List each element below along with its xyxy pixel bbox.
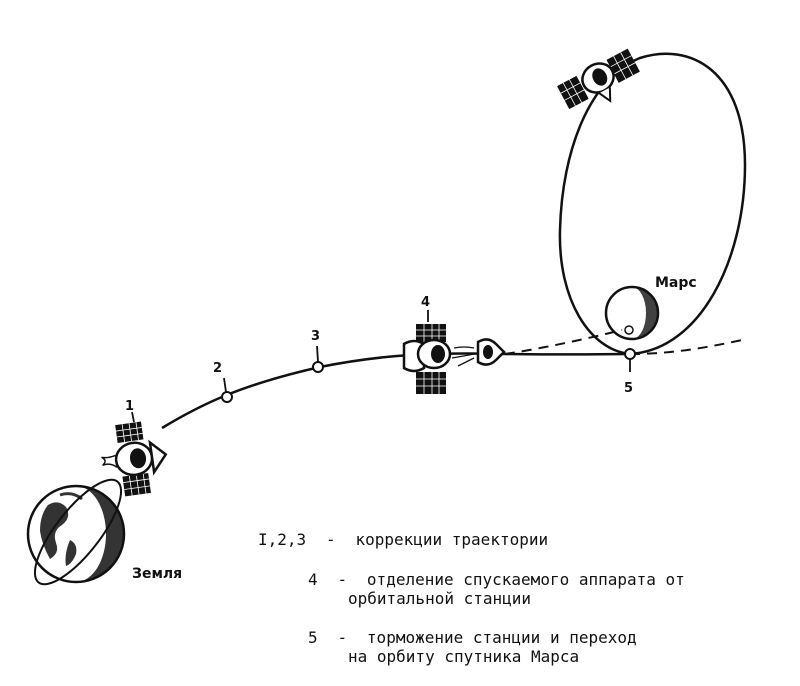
earth-orbit <box>33 478 123 586</box>
spacecraft-icon-mars-orbit <box>557 48 640 110</box>
point-3-label: 3 <box>311 329 320 344</box>
mars-label: Марс <box>655 275 697 291</box>
spacecraft-icon-point-4 <box>402 324 452 394</box>
marker-point-5 <box>624 348 636 372</box>
point-1-label: 1 <box>125 399 134 414</box>
lander-dashed-trajectory <box>504 329 623 355</box>
legend-item-1: I,2,3 - коррекции траектории <box>258 530 548 549</box>
transfer-trajectory <box>161 352 631 430</box>
mars-satellite-orbit <box>558 52 747 356</box>
point-4-label: 4 <box>421 295 430 310</box>
mars <box>604 285 660 341</box>
marker-point-2 <box>221 377 233 403</box>
legend-key-1: I,2,3 <box>258 530 307 549</box>
point-5-label: 5 <box>624 381 633 396</box>
legend-text-3a: торможение станции и переход <box>366 628 637 647</box>
legend-text-2b: орбитальной станции <box>348 589 532 608</box>
earth-label: Земля <box>132 566 182 582</box>
legend-dash-2: - <box>337 570 348 589</box>
legend-key-3: 5 <box>308 628 318 647</box>
spacecraft-icon-point-1 <box>101 421 168 497</box>
legend-text-1: коррекции траектории <box>355 530 549 549</box>
legend-dash-3: - <box>337 628 348 647</box>
flyby-dashed-trajectory <box>629 339 743 355</box>
lander-icon <box>451 338 506 367</box>
legend-text-3b: на орбиту спутника Марса <box>348 647 580 666</box>
point-2-label: 2 <box>213 361 222 376</box>
marker-point-1 <box>131 411 135 423</box>
legend-dash-1: - <box>325 530 336 549</box>
marker-point-3 <box>312 345 324 373</box>
legend-item-3: 5 - торможение станции и переход на орби… <box>308 628 637 666</box>
legend-key-2: 4 <box>308 570 318 589</box>
legend-item-2: 4 - отделение спускаемого аппарата от ор… <box>308 570 685 608</box>
legend-text-2a: отделение спускаемого аппарата от <box>366 570 685 589</box>
